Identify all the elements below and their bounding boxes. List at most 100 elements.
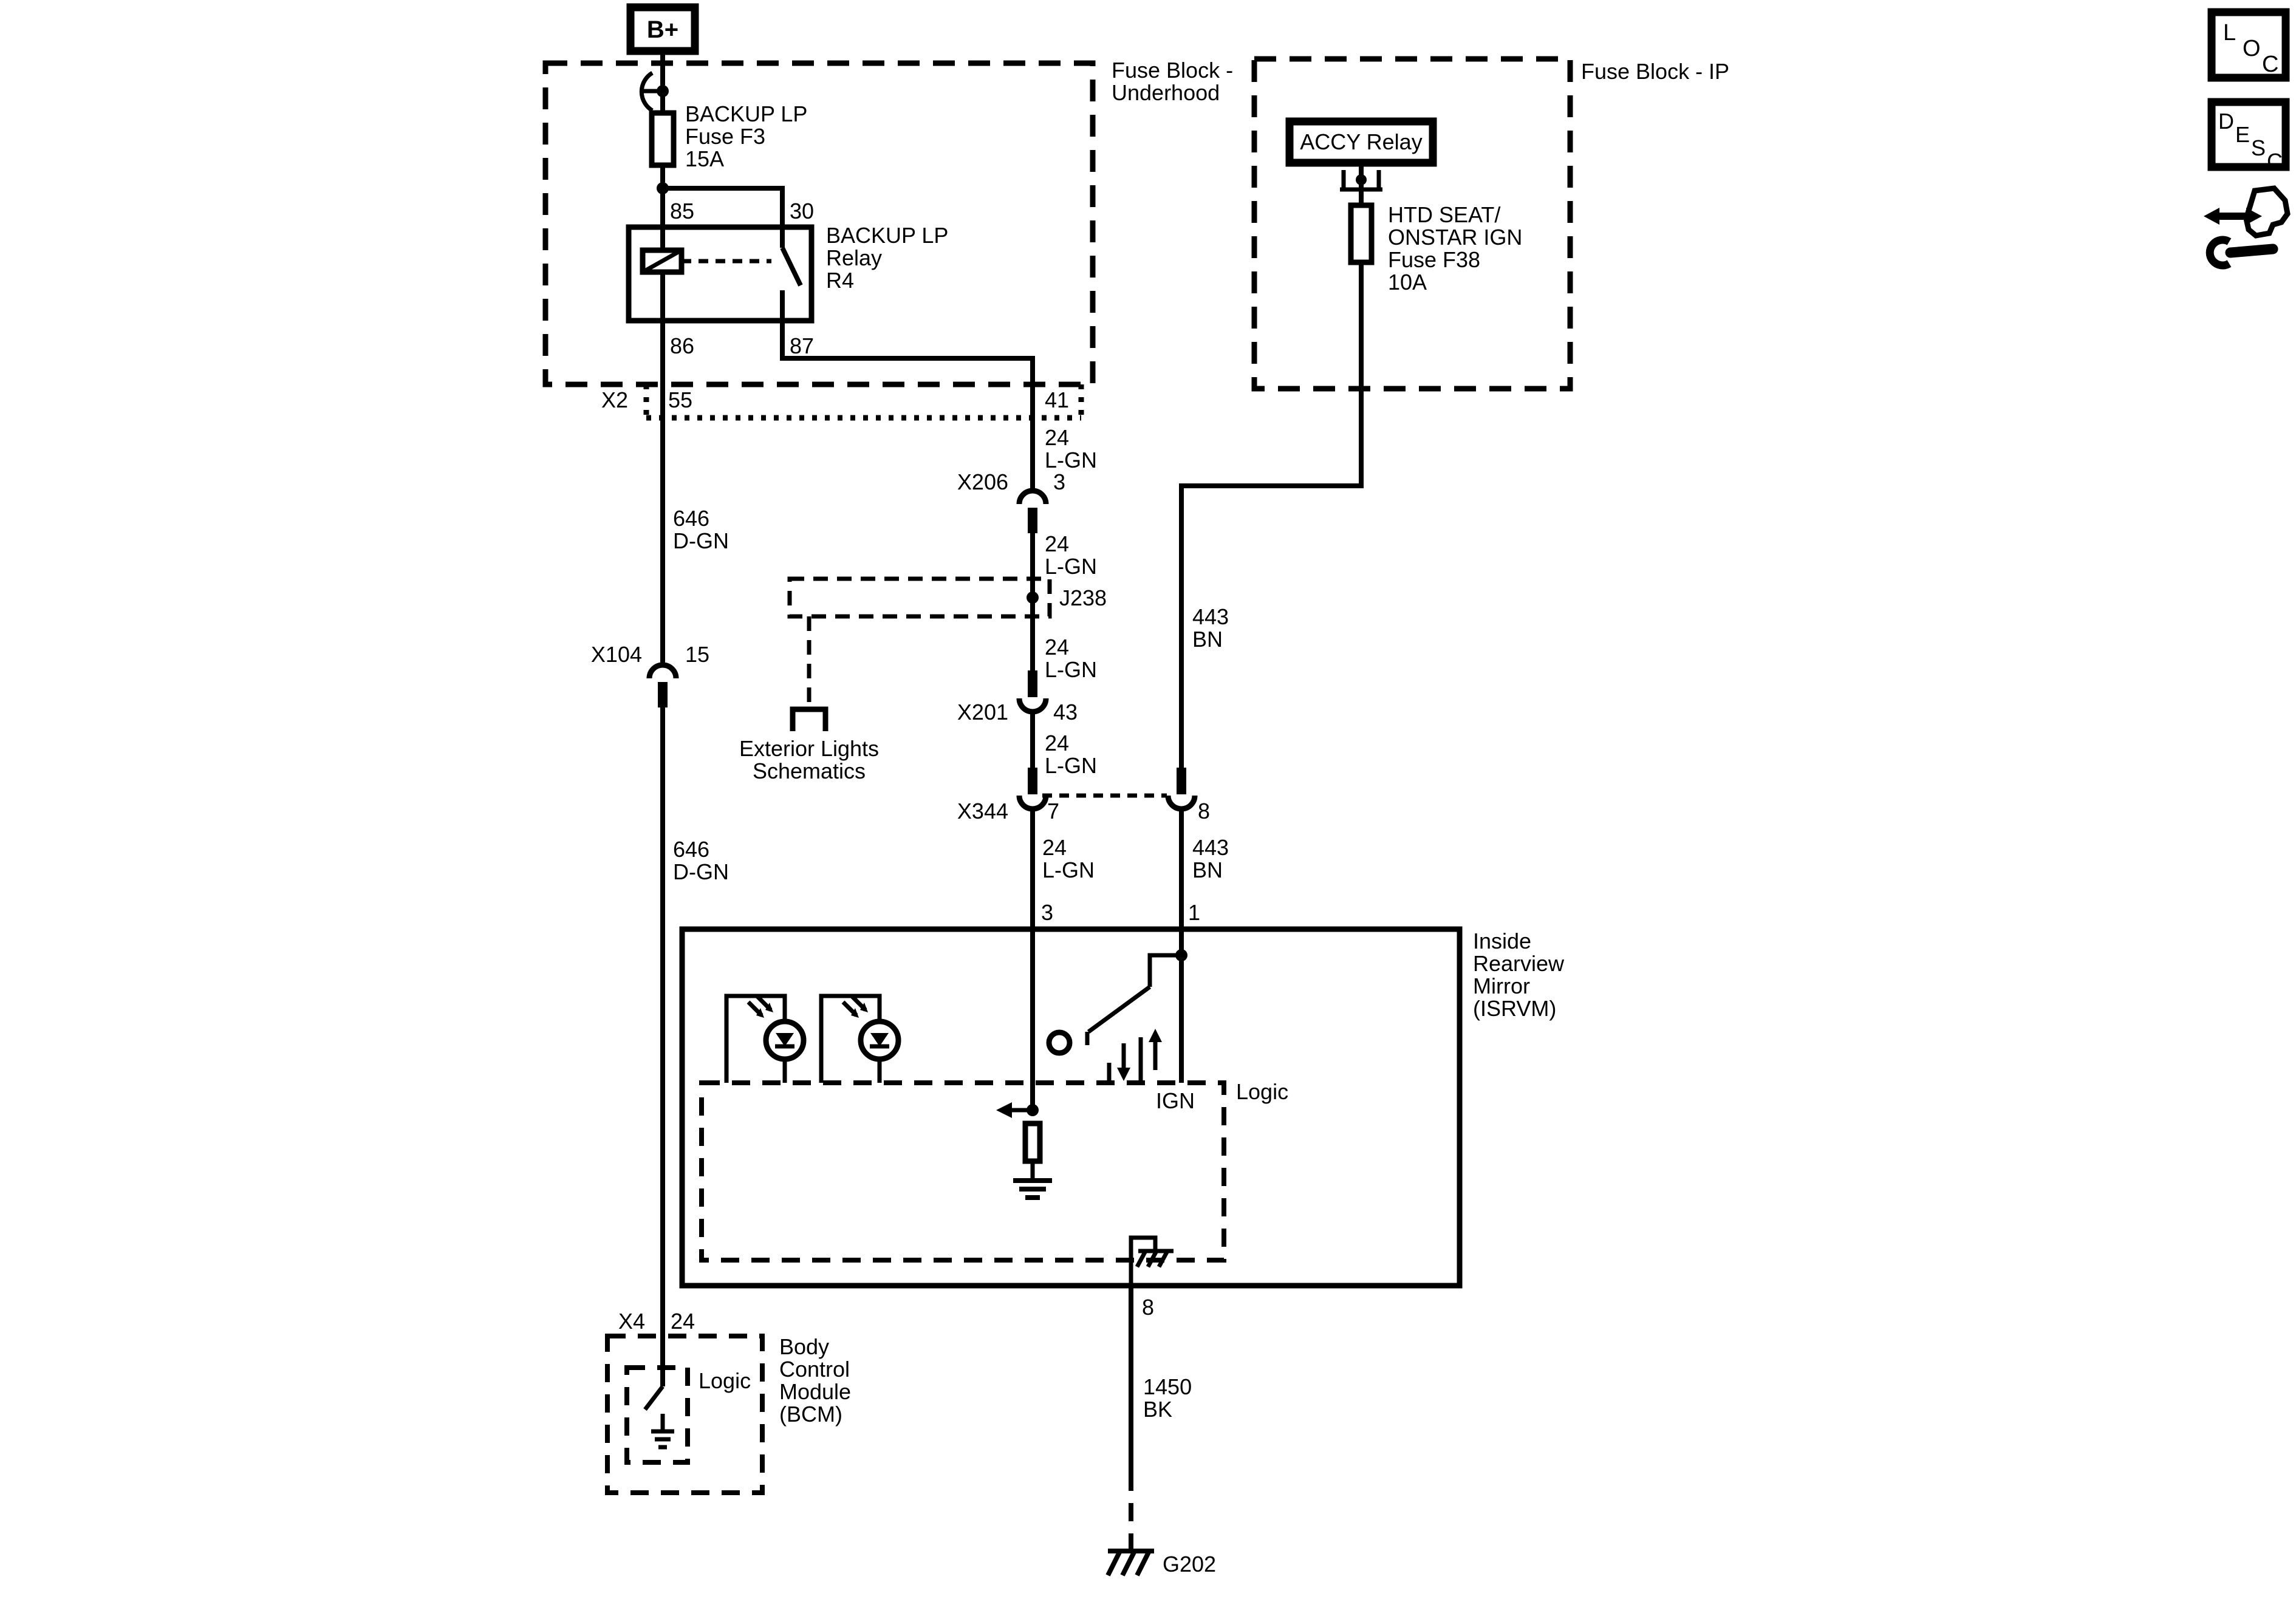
j238-box <box>787 576 1052 619</box>
relay-label-line2: Relay <box>826 245 882 270</box>
chassis-ground-icon <box>1105 1549 1154 1577</box>
x201-plug-icon <box>1028 670 1037 697</box>
loc-button[interactable]: L O C <box>2207 8 2290 82</box>
wire-443-label-a-num: 443 <box>1192 604 1229 629</box>
wire-646-label-b-num: 646 <box>673 837 709 862</box>
fuse-f38-label-line2: ONSTAR IGN <box>1388 225 1522 250</box>
offpage-label-line2: Schematics <box>753 759 866 783</box>
isrvm-pin8-label: 8 <box>1142 1295 1154 1320</box>
j238-label: J238 <box>1059 585 1107 610</box>
x2-pin41-label: 41 <box>1045 387 1069 412</box>
fuse-f3-label-line3: 15A <box>685 146 724 171</box>
wire-646-label-a-color: D-GN <box>673 528 729 553</box>
g202-ground: G202 <box>1105 1549 1216 1577</box>
relay-pin87-label: 87 <box>790 333 814 358</box>
desc-letter-e: E <box>2235 122 2250 147</box>
fuse-f38-label-line4: 10A <box>1388 270 1427 295</box>
isrvm-logic-label: Logic <box>1236 1079 1288 1104</box>
fuse-tap-icon <box>1340 170 1382 192</box>
x104-plug-icon <box>658 682 668 707</box>
isrvm-title-line1: Inside <box>1473 929 1531 953</box>
wrench-icon <box>2205 236 2278 270</box>
relay-pin30-label: 30 <box>790 199 814 223</box>
splice-j238: J238 <box>787 576 1107 708</box>
wire-443-upper <box>1179 262 1364 768</box>
relay-switch-blade <box>780 247 803 287</box>
x2-label: X2 <box>601 387 628 412</box>
clip-icon <box>639 70 669 113</box>
wire-1450-label-num: 1450 <box>1143 1374 1192 1399</box>
wire-24-upper <box>780 321 1035 491</box>
fuse-f38-icon <box>1348 202 1375 265</box>
relay-box <box>626 224 815 324</box>
x2-pin55-label: 55 <box>668 387 692 412</box>
fuse-block-underhood: Fuse Block - Underhood <box>542 58 1233 387</box>
switch-contact-icon <box>1046 1029 1073 1056</box>
j238-splice-dot <box>1027 592 1039 604</box>
x201-label: X201 <box>957 700 1008 724</box>
wire-24-label-b-num: 24 <box>1045 531 1069 556</box>
wire-24-label-d-color: L-GN <box>1045 753 1097 778</box>
isrvm-pin3-label: 3 <box>1041 900 1053 925</box>
x344-pin7-label: 7 <box>1047 799 1059 823</box>
wire-646-label-b-color: D-GN <box>673 859 729 884</box>
wire-443-label-b-color: BN <box>1192 857 1223 882</box>
underhood-title-line1: Fuse Block - <box>1112 58 1233 83</box>
switch-blade <box>1087 985 1152 1034</box>
isrvm-box <box>679 926 1463 1289</box>
bcm-logic-box <box>624 1365 690 1465</box>
bcm-box <box>605 1334 765 1495</box>
wire-443-label-a-color: BN <box>1192 627 1223 652</box>
relay-label-line3: R4 <box>826 268 854 293</box>
mirror-switch <box>1046 949 1187 1083</box>
wire-24-label-c-color: L-GN <box>1045 657 1097 682</box>
ip-boundary <box>1251 56 1573 392</box>
accy-relay-box <box>1285 117 1437 167</box>
ip-title: Fuse Block - IP <box>1581 59 1729 84</box>
signal-arrow-icon <box>996 1102 1012 1118</box>
wire-24-label-b-color: L-GN <box>1045 554 1097 579</box>
wire-24-label-c-num: 24 <box>1045 635 1069 660</box>
ground-icon <box>1013 1178 1052 1200</box>
backup-lp-relay: 85 30 BACKUP LP Relay R4 86 87 <box>626 199 948 358</box>
x344-pin8-socket-icon <box>1165 795 1198 812</box>
ground-icon <box>651 1414 674 1450</box>
x344-label: X344 <box>957 799 1008 823</box>
desc-box[interactable] <box>2207 98 2290 171</box>
fuse-f38-label-line1: HTD SEAT/ <box>1388 202 1500 227</box>
b-plus-label: B+ <box>647 16 678 43</box>
wire-24-label-a-num: 24 <box>1045 425 1069 450</box>
x201-socket-icon <box>1016 698 1049 715</box>
b-plus-terminal: B+ <box>626 3 699 55</box>
g202-label: G202 <box>1163 1552 1216 1577</box>
relay-label-line1: BACKUP LP <box>826 223 948 248</box>
isrvm-title-line2: Rearview <box>1473 951 1565 976</box>
relay-coil-diagonal <box>641 248 683 274</box>
bcm-title-line1: Body <box>779 1334 829 1359</box>
loc-letter-o: O <box>2243 36 2261 61</box>
chassis-ground-icon <box>1129 1235 1174 1286</box>
x206-pin-label: 3 <box>1053 469 1065 494</box>
x104-label: X104 <box>591 642 642 667</box>
x206-socket-icon <box>1016 488 1049 505</box>
loc-box[interactable] <box>2207 8 2290 82</box>
fuse-f3-label-line2: Fuse F3 <box>685 124 765 149</box>
offpage-label-line1: Exterior Lights <box>739 736 879 761</box>
isrvm-pin1-label: 1 <box>1188 900 1200 925</box>
x344-pin7-socket-icon <box>1016 795 1049 812</box>
x104-socket-icon <box>646 662 679 679</box>
x206-label: X206 <box>957 469 1008 494</box>
junction-dot <box>657 85 669 97</box>
loc-letter-l: L <box>2223 20 2236 46</box>
vehicle-locator-button[interactable] <box>2204 185 2291 270</box>
isrvm-ign-label: IGN <box>1156 1088 1195 1113</box>
wire-24-label-e-num: 24 <box>1042 835 1067 860</box>
x104-pin-label: 15 <box>685 642 709 667</box>
x206-plug-icon <box>1028 508 1037 533</box>
wire-443-label-b-num: 443 <box>1192 835 1229 860</box>
up-arrow-icon <box>1149 1029 1162 1042</box>
bcm-switch-blade <box>643 1385 665 1411</box>
relay-pin85-label: 85 <box>670 199 694 223</box>
desc-button[interactable]: D E S C <box>2207 98 2290 174</box>
